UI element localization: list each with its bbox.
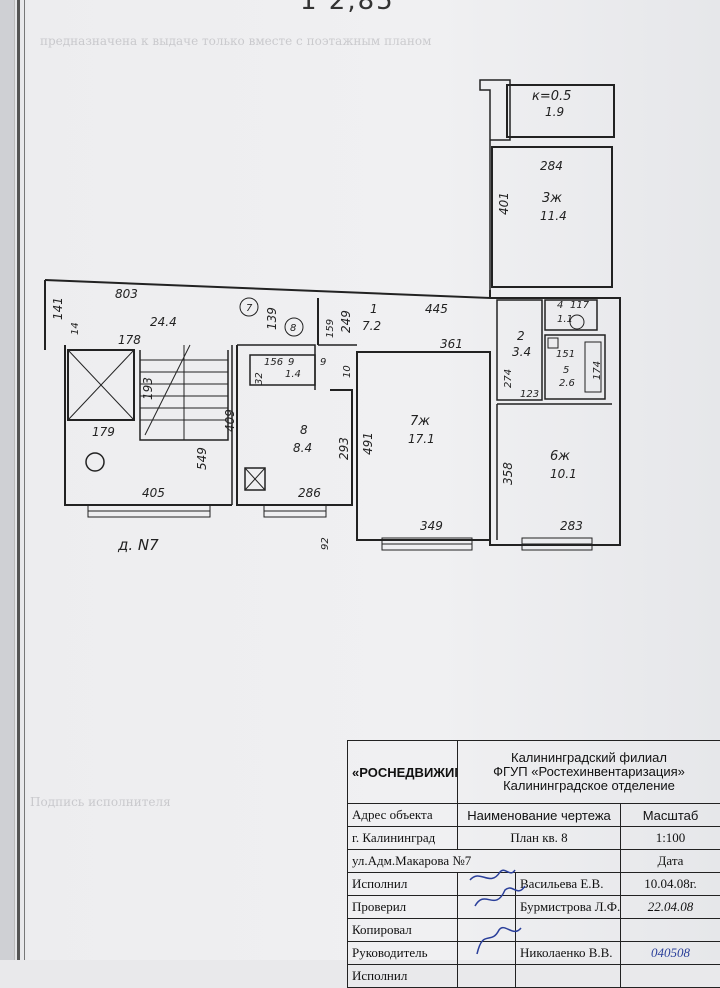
dim-293: 293 [337, 437, 351, 460]
dim-409: 409 [223, 409, 237, 432]
room-3-area: 11.4 [540, 209, 567, 223]
circle-8-label: 8 [290, 323, 296, 334]
apartment-label: д. N7 [117, 536, 159, 554]
room-9-number: 9 [288, 357, 294, 368]
dim-549: 549 [195, 447, 209, 470]
dim-174: 174 [592, 361, 603, 380]
dim-491: 491 [361, 432, 375, 455]
dim-193: 193 [141, 377, 155, 400]
room-4-area: 1.1 [557, 314, 573, 325]
dim-139: 139 [265, 307, 279, 330]
dim-156: 156 [264, 357, 283, 368]
name-executed-2 [516, 965, 621, 988]
room-5-area: 2.6 [559, 378, 575, 389]
dim-401: 401 [497, 192, 511, 215]
drawing-name-label: Наименование чертежа [458, 804, 621, 827]
dim-249: 249 [339, 310, 353, 333]
dim-151: 151 [556, 349, 575, 360]
room-8-area: 8.4 [293, 441, 312, 455]
room-k-area: 1.9 [545, 105, 564, 119]
dim-178: 178 [118, 333, 141, 347]
scale-label: Масштаб [621, 804, 720, 827]
room-2-area: 3.4 [512, 345, 531, 359]
city: г. Калининград [348, 827, 458, 850]
room-4-number: 4 [557, 300, 563, 311]
org-line-3: Калининградское отделение [462, 779, 716, 793]
sink [548, 338, 558, 348]
floor-plan: к=0.5 1.9 3ж 11.4 1 7.2 2 3.4 4 1.1 5 2.… [0, 0, 720, 720]
dim-349: 349 [420, 519, 443, 533]
room-3-number: 3ж [542, 191, 562, 206]
dim-358: 358 [501, 462, 515, 485]
room-7-area: 17.1 [408, 432, 435, 446]
room-9-area: 1.4 [285, 369, 301, 380]
room-6-area: 10.1 [550, 467, 577, 481]
role-executed: Исполнил [348, 873, 458, 896]
dim-179: 179 [92, 425, 115, 439]
room-1-area: 7.2 [362, 319, 381, 333]
dim-9: 9 [320, 357, 326, 368]
dim-10: 10 [342, 365, 353, 378]
dim-405: 405 [142, 486, 165, 500]
outer-wall-top-left [45, 280, 490, 298]
dim-32: 32 [254, 372, 265, 385]
drawing-name: План кв. 8 [458, 827, 621, 850]
circle-7-label: 7 [246, 303, 253, 314]
dim-361: 361 [440, 337, 463, 351]
date-checked: 22.04.08 [621, 896, 720, 919]
date-copied [621, 919, 720, 942]
dim-286: 286 [298, 486, 321, 500]
dim-123: 123 [520, 389, 539, 400]
room-7 [357, 352, 490, 540]
faint-signature-label: Подпись исполнителя [30, 795, 171, 809]
dim-283: 283 [560, 519, 583, 533]
role-checked: Проверил [348, 896, 458, 919]
dim-274: 274 [503, 369, 514, 388]
date-executed-2 [621, 965, 720, 988]
date-executed: 10.04.08г. [621, 873, 720, 896]
org-line-2: ФГУП «Ростехинвентаризация» [462, 765, 716, 779]
agency-name: «РОСНЕДВИЖИМОСТЬ» [348, 741, 458, 804]
dim-92: 92 [320, 537, 331, 550]
object-address-label: Адрес объекта [348, 804, 458, 827]
date-label: Дата [621, 850, 720, 873]
signature-cell [458, 965, 516, 988]
room-k-number: к=0.5 [532, 89, 571, 104]
room-6-number: 6ж [550, 449, 570, 464]
org-line-1: Калининградский филиал [462, 751, 716, 765]
role-head: Руководитель [348, 942, 458, 965]
dim-14: 14 [70, 322, 81, 335]
role-executed-2: Исполнил [348, 965, 458, 988]
room-1-number: 1 [370, 302, 378, 316]
dim-803: 803 [115, 287, 138, 301]
role-copied: Копировал [348, 919, 458, 942]
signature-marks [455, 858, 545, 958]
dim-117: 117 [570, 300, 590, 311]
dim-141: 141 [51, 297, 65, 320]
left-area: 24.4 [150, 315, 177, 329]
dim-159: 159 [325, 319, 336, 338]
room-2-number: 2 [517, 329, 525, 343]
stove-symbol [86, 453, 104, 471]
scale-value: 1:100 [621, 827, 720, 850]
room-5-number: 5 [563, 365, 569, 376]
dim-445: 445 [425, 302, 448, 316]
date-head: 040508 [621, 942, 720, 965]
organization: Калининградский филиал ФГУП «Ростехинвен… [458, 741, 720, 804]
room-8-number: 8 [300, 423, 308, 437]
room-7-number: 7ж [410, 414, 430, 429]
dim-284: 284 [540, 159, 563, 173]
